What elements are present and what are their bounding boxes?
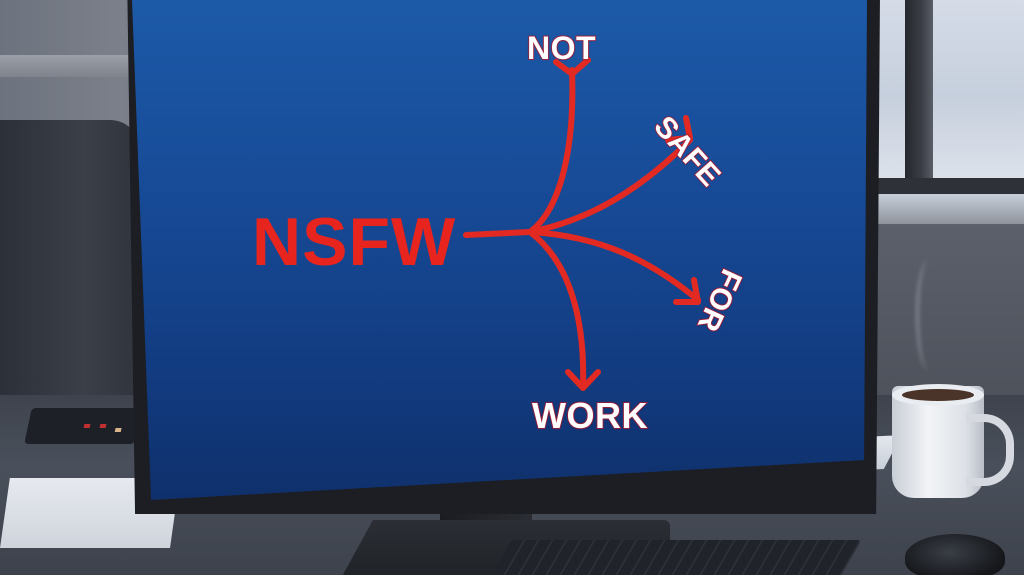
window-frame-bottom [868,178,1024,194]
coffee [902,389,974,401]
office-chair [0,120,140,410]
mug-handle [966,414,1014,486]
steam [916,260,941,370]
keyboard [488,540,862,575]
branch-word-work: WORK [531,394,648,437]
window [868,0,1024,190]
window-frame [905,0,933,190]
branch-word-not: NOT [526,29,597,67]
window-sill [868,194,1024,224]
monitor-screen [132,0,867,500]
shelf [0,55,130,77]
acronym-title: NSFW [252,204,457,280]
mouse [905,534,1005,575]
